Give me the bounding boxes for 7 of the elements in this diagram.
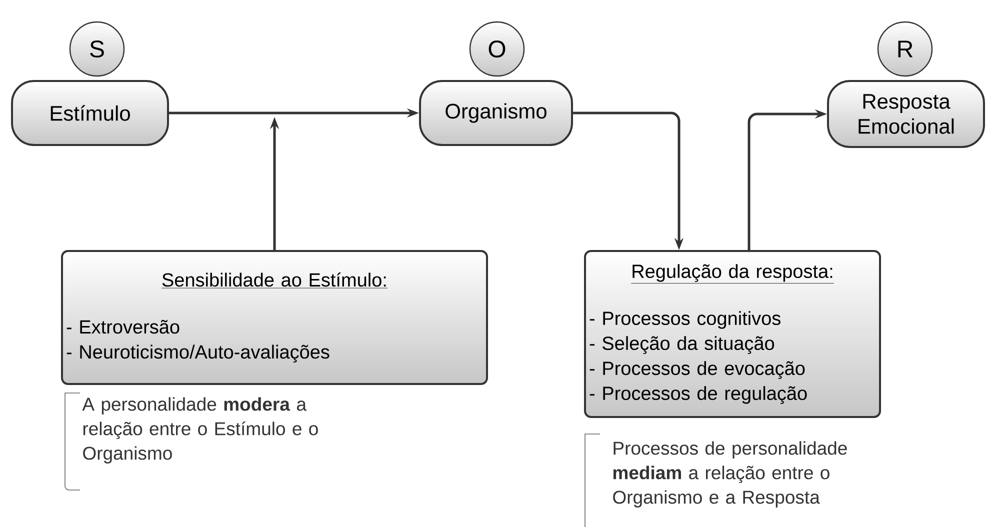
note-text: Processos de personalidade mediam a relação entre o Organismo e a Resposta <box>613 441 847 508</box>
note-text: A personalidade modera a relação entre o Estímulo e o Organismo <box>82 397 318 464</box>
process-box: Estímulo <box>11 80 169 146</box>
list-box: Sensibilidade ao Estímulo: - Extroversão - Neuroticismo/Auto-avaliações <box>61 250 488 385</box>
process-box: Resposta Emocional <box>827 80 986 148</box>
list-box: Regulação da resposta: - Processos cognitivos - Seleção da situação - Processos de evocação - Processos de regulação <box>584 250 882 418</box>
process-box: Organismo <box>419 80 573 146</box>
